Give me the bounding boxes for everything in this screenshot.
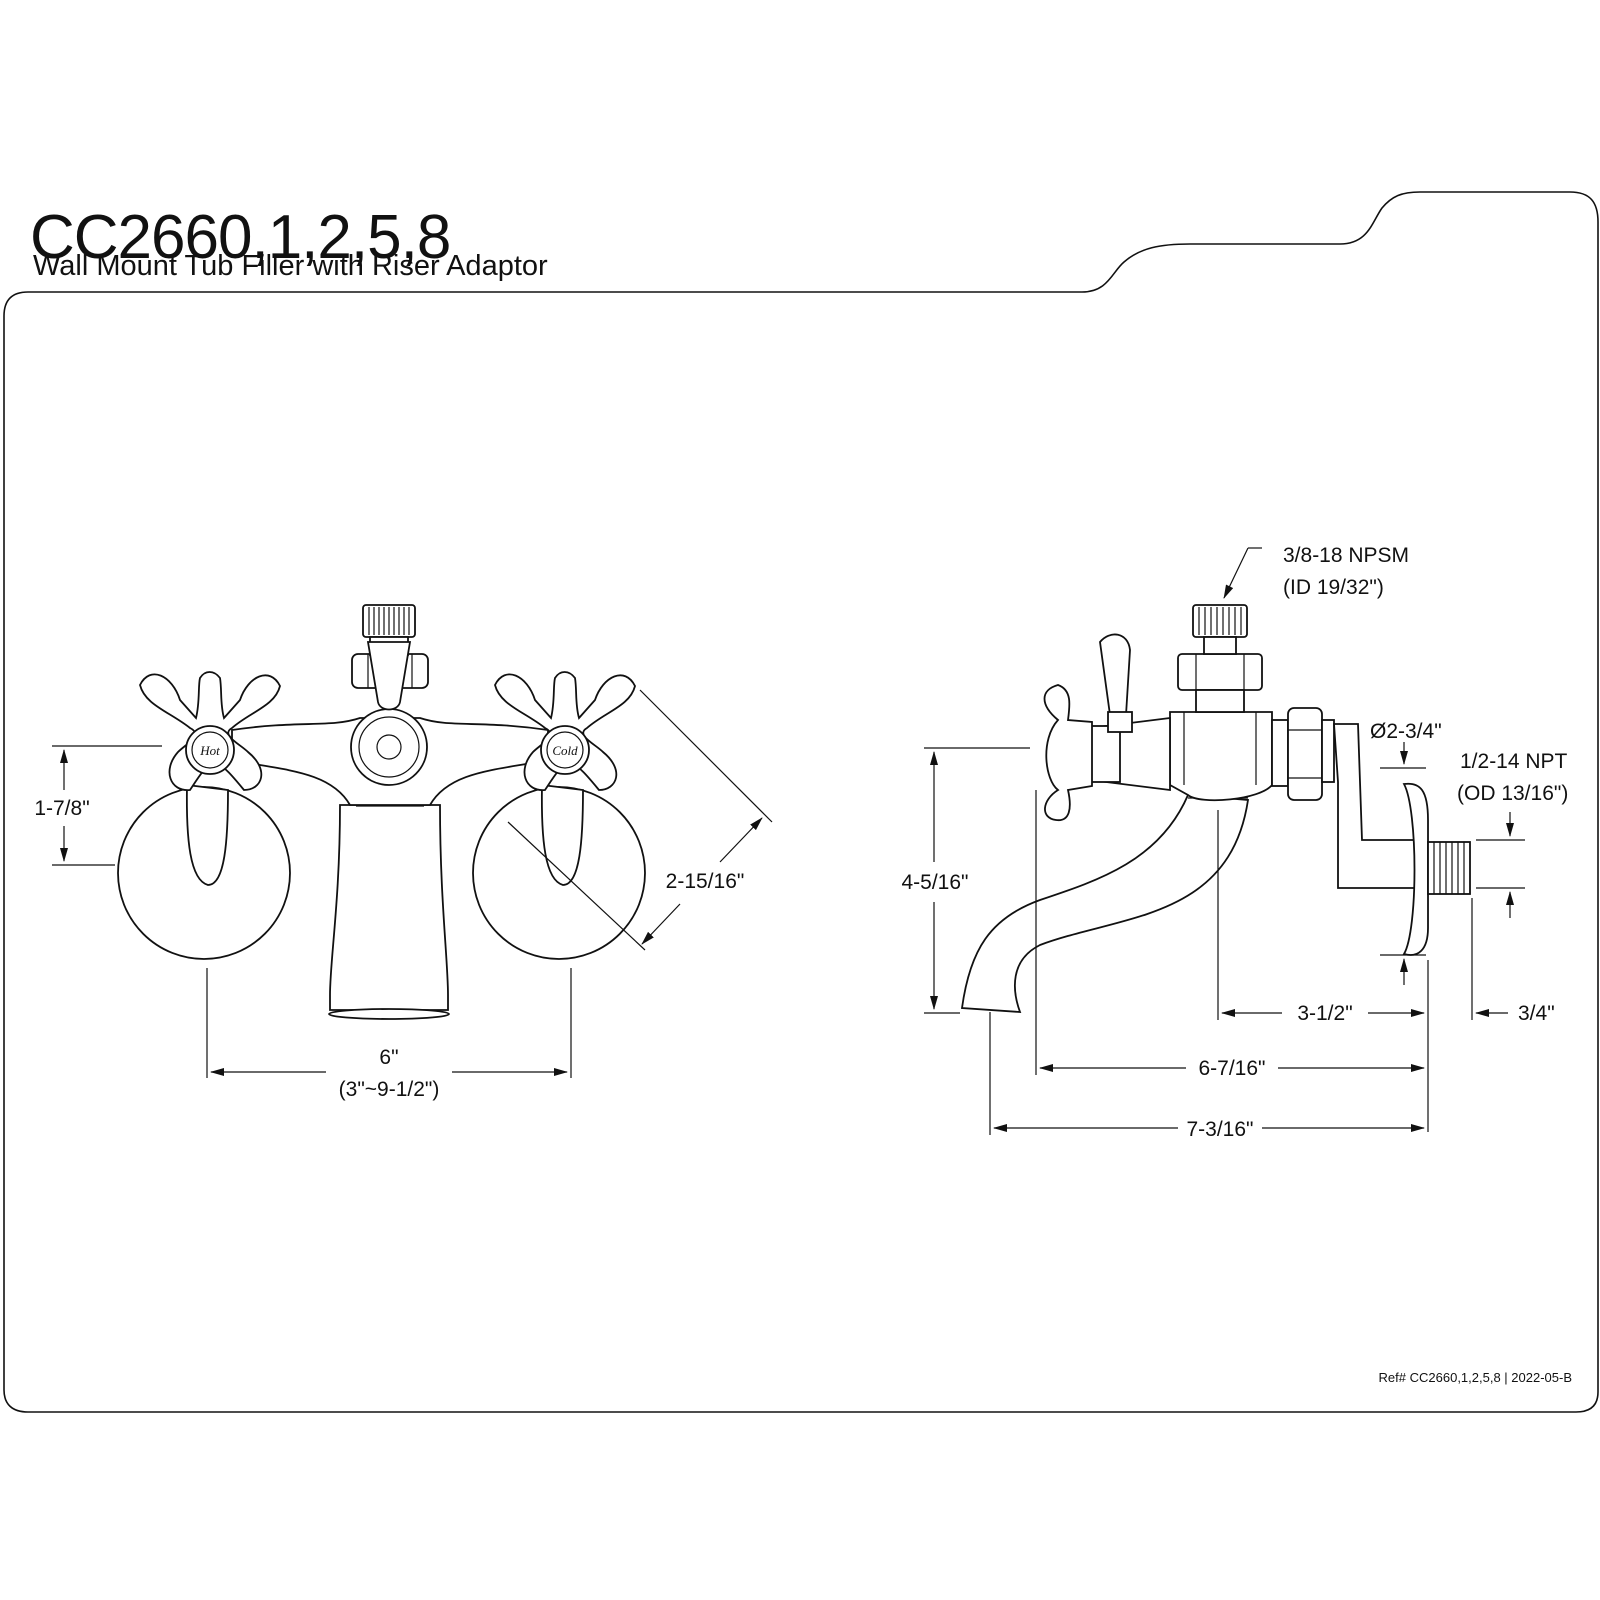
dim-flange-diameter: Ø2-3/4" (1370, 720, 1442, 985)
cold-shank (540, 783, 584, 886)
side-cross-handle (1043, 684, 1093, 821)
model-number: CC2660,1,2,5,8 (30, 203, 451, 272)
svg-text:6": 6" (379, 1046, 398, 1069)
svg-text:1-7/8": 1-7/8" (34, 797, 89, 820)
side-spout (960, 794, 1250, 1013)
spout-outlet (328, 1008, 450, 1020)
sheet-frame (3, 191, 1599, 1413)
svg-text:(3"~9-1/2"): (3"~9-1/2") (339, 1078, 440, 1101)
svg-text:(OD 13/16"): (OD 13/16") (1457, 782, 1568, 805)
reference-number: Ref# CC2660,1,2,5,8 | 2022-05-B (1379, 1370, 1572, 1385)
dim-spout-to-wall: 3-1/2" (1217, 810, 1429, 1132)
dim-handle-height: 1-7/8" (34, 745, 162, 866)
svg-text:2-15/16": 2-15/16" (666, 870, 745, 893)
hot-handle-group: Hot (117, 671, 291, 960)
dim-handle-diagonal: 2-15/16" (507, 689, 773, 951)
svg-text:3/4": 3/4" (1518, 1002, 1555, 1025)
side-valve-body (1169, 711, 1273, 802)
riser-adaptor (1333, 723, 1423, 889)
side-knurled-nut (1192, 604, 1248, 638)
svg-text:6-7/16": 6-7/16" (1199, 1057, 1266, 1080)
callout-thread: 3/8-18 NPSM (ID 19/32") (1223, 544, 1409, 599)
hot-label: Hot (199, 743, 220, 758)
dim-handle-to-wall: 6-7/16" (1035, 790, 1425, 1080)
cold-handle-group: Cold (472, 671, 646, 960)
svg-text:(ID 19/32"): (ID 19/32") (1283, 576, 1384, 599)
diverter-lever (366, 641, 412, 711)
threaded-nipple (1427, 841, 1471, 895)
svg-text:3/8-18 NPSM: 3/8-18 NPSM (1283, 544, 1409, 567)
spout-body (329, 804, 449, 1011)
product-description: Wall Mount Tub Filler with Riser Adaptor (33, 250, 548, 282)
svg-text:7-3/16": 7-3/16" (1187, 1118, 1254, 1141)
cold-label: Cold (552, 743, 578, 758)
svg-text:4-5/16": 4-5/16" (902, 871, 969, 894)
side-view: 3/8-18 NPSM (ID 19/32") Ø2-3/4" 1/2-14 N… (902, 544, 1569, 1141)
hot-shank (185, 783, 229, 886)
side-diverter-lever (1099, 633, 1131, 716)
dim-center: 6" (3"~9-1/2") (206, 968, 572, 1101)
front-view: Hot Cold 1-7/8" 2-15/16" (34, 604, 773, 1101)
svg-text:Ø2-3/4": Ø2-3/4" (1370, 720, 1442, 743)
svg-text:1/2-14 NPT: 1/2-14 NPT (1460, 750, 1568, 773)
dim-nipple-length: 3/4" (1471, 898, 1555, 1025)
dim-overall-height: 4-5/16" (902, 747, 1030, 1014)
center-hub (350, 708, 428, 786)
dim-overall-length: 7-3/16" (989, 1012, 1425, 1141)
callout-npt: 1/2-14 NPT (OD 13/16") (1457, 750, 1568, 918)
svg-text:3-1/2": 3-1/2" (1297, 1002, 1352, 1025)
